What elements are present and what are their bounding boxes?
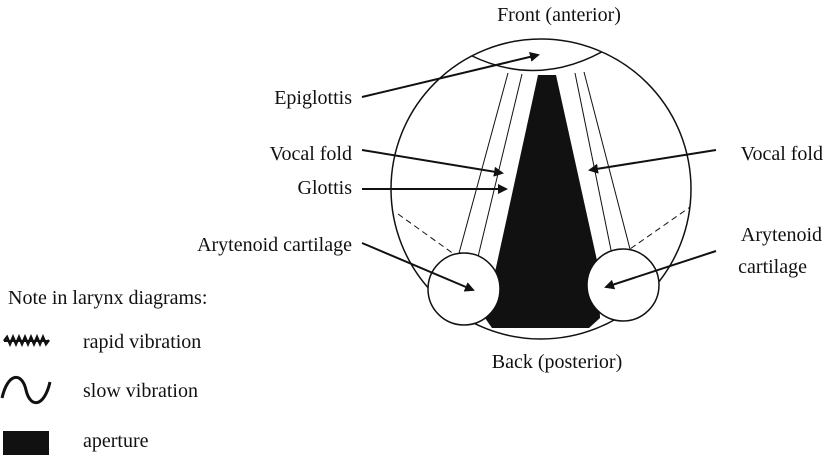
legend-label-slow: slow vibration [83, 380, 198, 402]
legend-title: Note in larynx diagrams: [8, 287, 207, 309]
legend: Note in larynx diagrams: rapid vibration… [2, 287, 207, 455]
label-epiglottis: Epiglottis [274, 87, 352, 109]
label-arytenoid-right-line1: Arytenoid [741, 224, 822, 246]
label-arytenoid-right-line2: cartilage [738, 256, 807, 278]
slow-vibration-icon [2, 377, 50, 402]
label-vocal-fold-right: Vocal fold [741, 143, 823, 165]
left-arytenoid-shape [428, 253, 500, 325]
legend-label-rapid: rapid vibration [83, 331, 201, 353]
aperture-icon [3, 431, 49, 455]
right-arytenoid-shape [587, 249, 659, 321]
label-front: Front (anterior) [497, 4, 621, 26]
label-back: Back (posterior) [492, 351, 623, 373]
label-glottis: Glottis [298, 177, 353, 199]
label-arytenoid-left: Arytenoid cartilage [197, 234, 352, 256]
legend-label-aperture: aperture [83, 430, 149, 452]
rapid-vibration-icon [4, 337, 49, 344]
label-vocal-fold-left: Vocal fold [270, 143, 352, 165]
